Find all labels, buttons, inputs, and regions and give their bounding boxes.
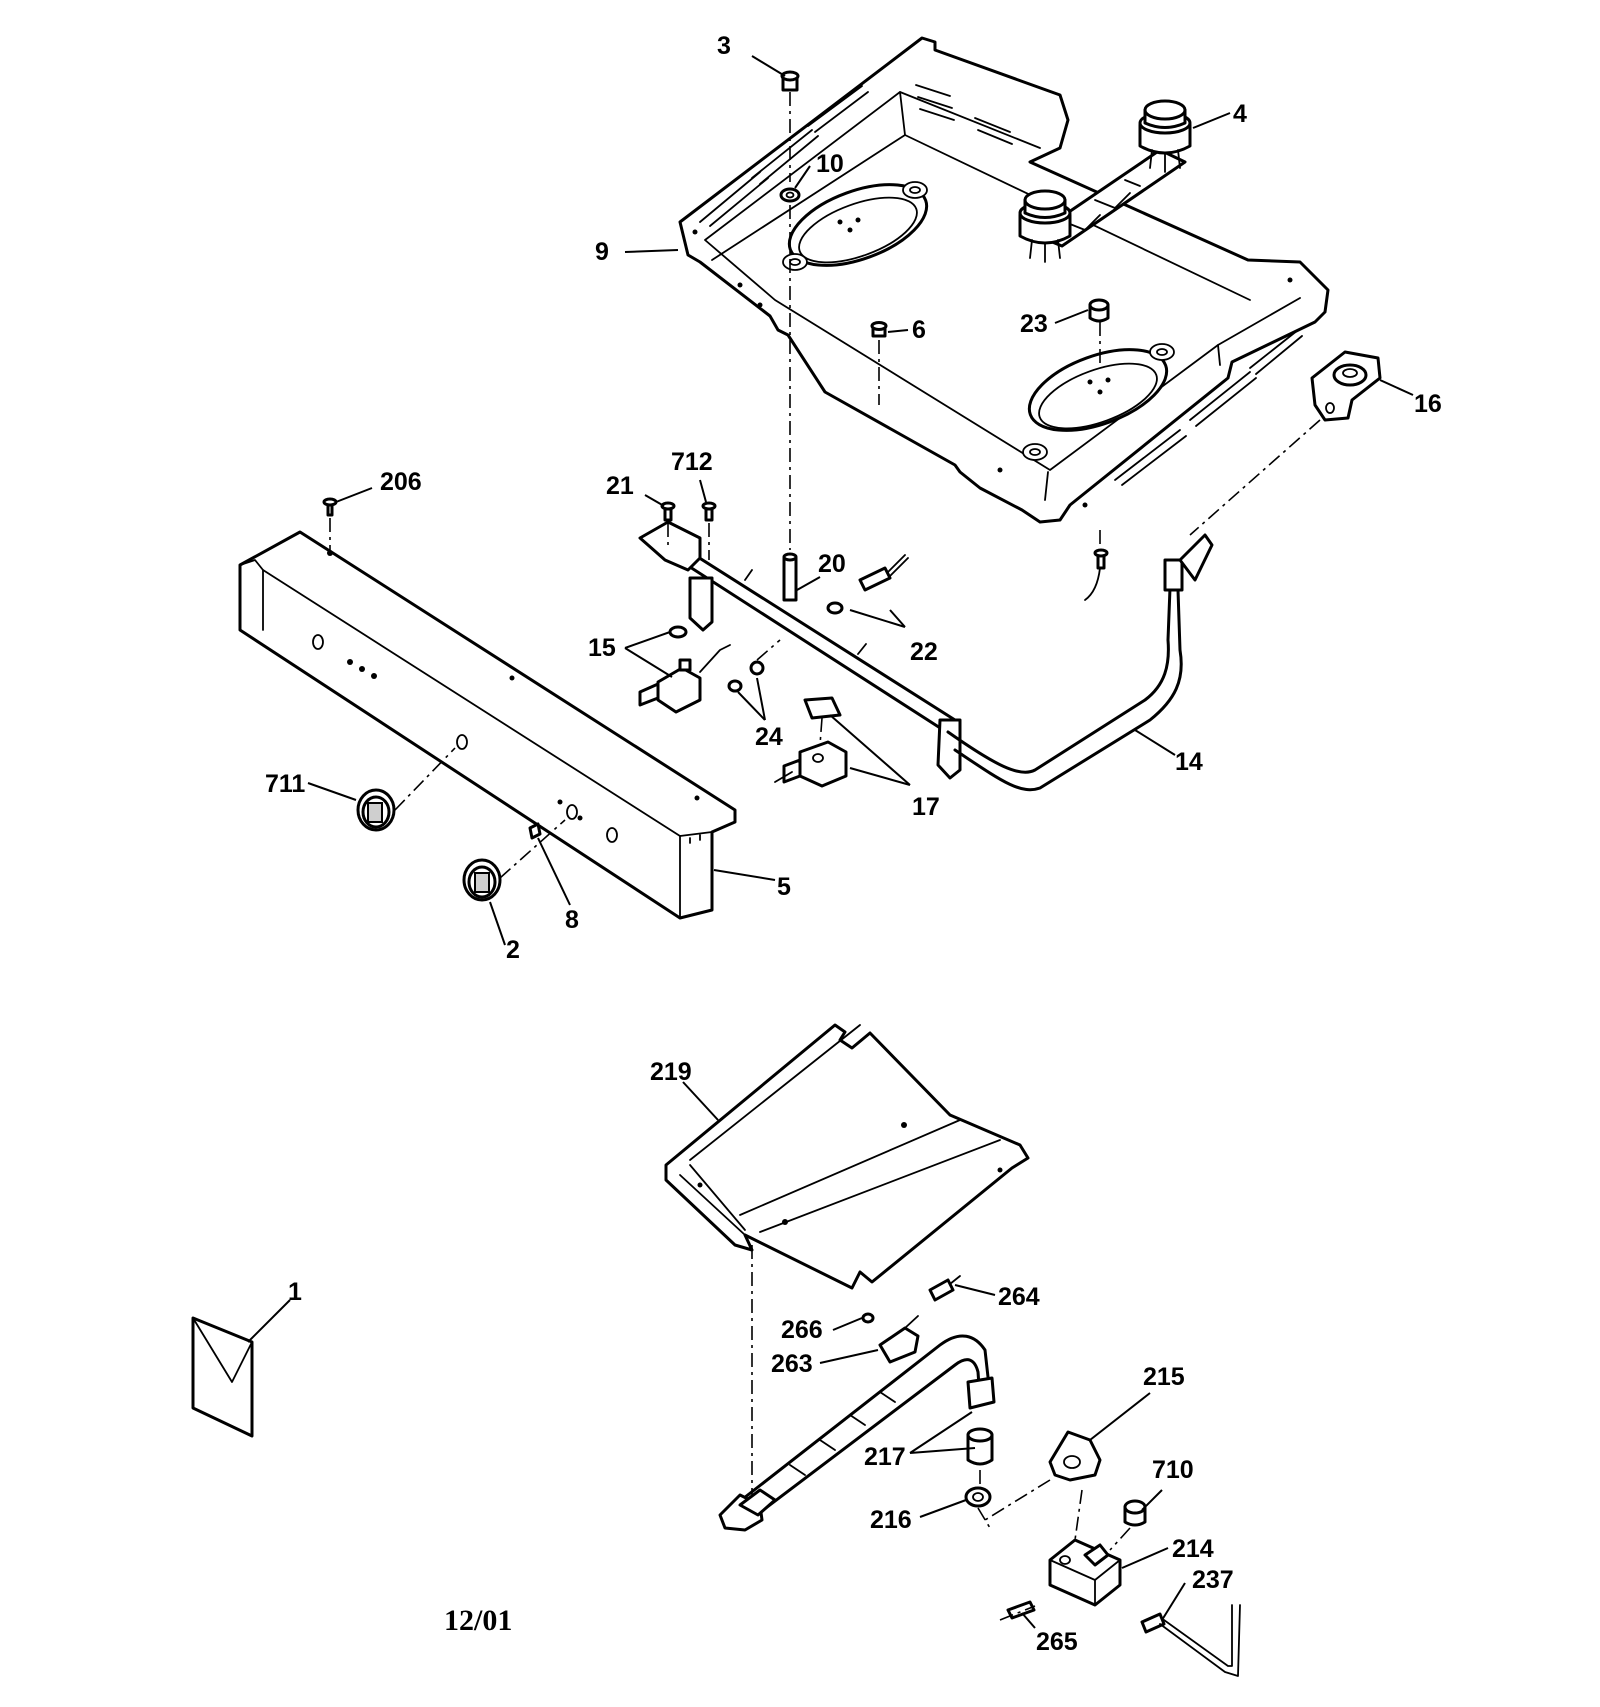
callout-6: 6: [912, 316, 926, 344]
grommet-part-10: [779, 187, 801, 203]
callout-266: 266: [781, 1316, 823, 1344]
cap-part-710: [1123, 1499, 1147, 1527]
callout-217: 217: [864, 1443, 906, 1471]
callout-216: 216: [870, 1506, 912, 1534]
alignment-lines: [329, 92, 1321, 1621]
callout-237: 237: [1192, 1566, 1234, 1594]
nut-part-216: [964, 1486, 992, 1508]
callout-214: 214: [1172, 1535, 1214, 1563]
manifold-assembly: [638, 520, 962, 780]
callout-712: 712: [671, 448, 713, 476]
knob-part-2: [462, 858, 502, 902]
igniter-part-22: [826, 554, 909, 615]
literature-envelope-part-1: [191, 1316, 254, 1438]
tube-part-14: [946, 533, 1214, 792]
igniter-lead-part-264: [928, 1275, 961, 1302]
valve-part-17: [774, 740, 848, 788]
callout-263: 263: [771, 1350, 813, 1378]
callout-4: 4: [1233, 100, 1247, 128]
callout-labels: 3 4 10 9 6 23 16 206 21 712 20 22 15 24 …: [265, 32, 1442, 1656]
callout-1: 1: [288, 1278, 302, 1306]
burner-box-part-9: [678, 36, 1330, 524]
callout-16: 16: [1414, 390, 1442, 418]
screw-under-box: [1084, 548, 1109, 601]
callout-215: 215: [1143, 1363, 1185, 1391]
oven-burner-tube: [718, 1334, 996, 1532]
callout-20: 20: [818, 550, 846, 578]
callout-14: 14: [1175, 748, 1203, 776]
callout-17: 17: [912, 793, 940, 821]
date-code: 12/01: [444, 1604, 512, 1637]
tube-part-237: [1140, 1604, 1241, 1677]
callout-8: 8: [565, 906, 579, 934]
fitting-part-24: [727, 660, 765, 693]
valve-part-15: [638, 625, 731, 714]
screw-part-3: [780, 70, 800, 92]
callout-711: 711: [265, 770, 305, 798]
callout-206: 206: [380, 468, 422, 496]
screw-part-712: [701, 501, 717, 522]
callout-23: 23: [1020, 310, 1048, 338]
shield-part-219: [664, 1023, 1030, 1290]
screw-part-6: [870, 321, 888, 338]
callout-265: 265: [1036, 1628, 1078, 1656]
callout-219: 219: [650, 1058, 692, 1086]
bracket-part-215: [1048, 1430, 1102, 1482]
safety-valve-part-214: [1048, 1538, 1122, 1607]
bracket-part-16: [1310, 350, 1382, 422]
callout-22: 22: [910, 638, 938, 666]
screw-part-8: [528, 822, 542, 840]
callout-710: 710: [1152, 1456, 1194, 1484]
callout-5: 5: [777, 873, 791, 901]
callout-15: 15: [588, 634, 616, 662]
orifice-part-217: [966, 1427, 994, 1466]
callout-10: 10: [816, 150, 844, 178]
orifice-cap-part-23: [1088, 298, 1110, 323]
callout-2: 2: [506, 936, 520, 964]
screw-part-21: [660, 501, 676, 522]
callout-9: 9: [595, 238, 609, 266]
callout-21: 21: [606, 472, 634, 500]
callout-24: 24: [755, 723, 783, 751]
screw-part-266: [861, 1312, 875, 1324]
leader-lines: [247, 55, 1414, 1629]
screw-part-206: [322, 497, 338, 517]
callout-3: 3: [717, 32, 731, 60]
callout-264: 264: [998, 1283, 1040, 1311]
knob-part-711: [356, 788, 396, 832]
igniter-part-263: [878, 1315, 920, 1364]
burner-assembly-part-4: [1018, 99, 1192, 263]
control-panel-part-5: [238, 530, 737, 920]
